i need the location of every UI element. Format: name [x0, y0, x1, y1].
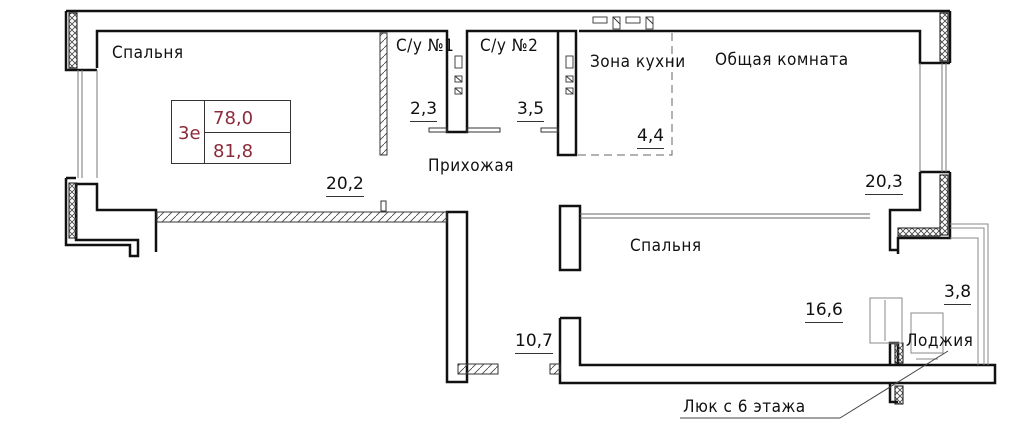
room-area-kitchen-zone: 4,4	[637, 128, 665, 149]
stamp-divider	[204, 132, 290, 133]
apartment-type: 3е	[178, 123, 201, 144]
room-label-bedroom-1: Спальня	[112, 43, 184, 63]
door-stubs	[380, 127, 559, 212]
hatch-leader-line	[839, 350, 949, 419]
partitions	[156, 32, 561, 375]
room-label-bedroom-2: Спальня	[630, 236, 702, 256]
room-area-loggia: 3,8	[944, 284, 972, 305]
left-window	[77, 70, 98, 178]
loggia-outline	[869, 223, 989, 365]
right-window	[919, 63, 947, 172]
room-label-bathroom-1: С/у №1	[396, 36, 455, 56]
room-label-living-room: Общая комната	[715, 50, 849, 70]
plumbing-fixtures	[454, 16, 654, 95]
living-area: 78,0	[213, 108, 254, 129]
hatch-annotation: Люк с 6 этажа	[683, 397, 806, 417]
room-label-hallway: Прихожая	[428, 156, 514, 176]
room-label-kitchen-zone: Зона кухни	[590, 52, 686, 72]
total-area: 81,8	[213, 141, 254, 162]
room-label-loggia: Лоджия	[906, 331, 974, 351]
room-area-bathroom-2: 3,5	[517, 101, 545, 122]
kitchen-zone-boundary	[578, 31, 673, 156]
room-area-bathroom-1: 2,3	[410, 101, 438, 122]
room-area-living-room: 20,3	[865, 174, 903, 195]
apartment-stamp: 3е 78,0 81,8	[171, 100, 291, 164]
outer-walls	[64, 9, 997, 404]
room-area-bedroom-1: 20,2	[326, 176, 364, 197]
insulation-hatch	[68, 12, 949, 405]
thin-wall	[580, 213, 870, 219]
room-area-bedroom-2: 16,6	[805, 302, 843, 323]
room-area-hallway: 10,7	[515, 333, 553, 354]
room-label-bathroom-2: С/у №2	[480, 36, 539, 56]
